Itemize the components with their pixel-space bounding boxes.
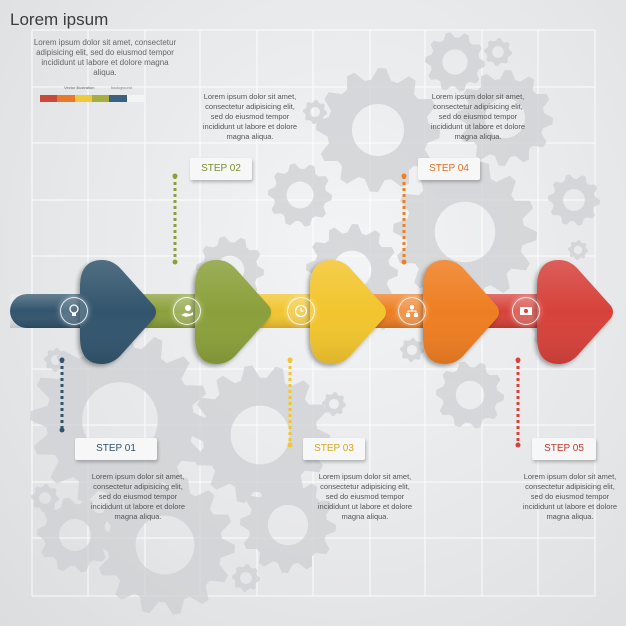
gear-shape <box>37 497 113 573</box>
connector-dot <box>172 173 178 179</box>
connector-dot <box>401 173 407 179</box>
clock-icon <box>294 304 308 318</box>
step-04-description: Lorem ipsum dolor sit amet, consectetur … <box>430 92 526 141</box>
step-01-badge <box>60 297 88 325</box>
step-05-label: STEP 05 <box>532 438 596 460</box>
connector-dot <box>515 357 521 363</box>
swatch <box>74 95 92 102</box>
step-label-text: STEP 03 <box>314 443 354 454</box>
small-caption-2: background <box>111 85 132 90</box>
step-05-description: Lorem ipsum dolor sit amet, consectetur … <box>522 472 618 521</box>
gear-shape <box>322 392 346 416</box>
step-02-label: STEP 02 <box>190 158 252 180</box>
gear-shape <box>31 484 59 512</box>
hierarchy-icon <box>406 305 418 317</box>
gear-shape <box>457 70 553 166</box>
swatch <box>109 95 127 102</box>
step-03-description: Lorem ipsum dolor sit amet, consectetur … <box>317 472 413 521</box>
gear-shape <box>95 475 235 615</box>
color-palette <box>40 95 144 102</box>
gear-shape <box>190 365 330 505</box>
money-bill-icon <box>520 307 532 315</box>
arrow-shade <box>80 260 156 364</box>
page-title: Lorem ipsum <box>10 10 109 29</box>
gear-shape <box>232 564 260 592</box>
swatch <box>40 95 58 102</box>
arrow-shade <box>195 260 271 364</box>
gear-shape <box>425 32 485 92</box>
step-02-badge <box>173 297 201 325</box>
step-03-label: STEP 03 <box>303 438 365 460</box>
gear-shape <box>548 174 600 226</box>
arrow-shade <box>423 260 499 364</box>
step-02-description: Lorem ipsum dolor sit amet, consectetur … <box>202 92 298 141</box>
small-caption: Vector illustration <box>64 85 95 90</box>
step-label-text: STEP 05 <box>544 443 584 454</box>
step-04-badge <box>398 297 426 325</box>
step-label-text: STEP 02 <box>201 163 241 174</box>
gear-shape <box>568 240 588 260</box>
gear-shape <box>436 361 504 429</box>
gear-shape <box>303 100 327 124</box>
swatch <box>57 95 75 102</box>
step-label-text: STEP 04 <box>429 163 469 174</box>
swatch <box>91 95 110 102</box>
intro-text: Lorem ipsum dolor sit amet, consectetur … <box>33 38 177 77</box>
step-01-label: STEP 01 <box>75 438 157 460</box>
connector-dot <box>287 442 293 448</box>
step-05-badge <box>512 297 540 325</box>
connector-dot <box>401 259 407 265</box>
lightbulb-icon <box>69 304 79 316</box>
connector-dot <box>59 427 65 433</box>
gear-shape <box>484 38 512 66</box>
connector-dot <box>287 357 293 363</box>
arrow-shade <box>310 260 386 364</box>
step-04-label: STEP 04 <box>418 158 480 180</box>
gear-shape <box>316 68 440 192</box>
step-01-description: Lorem ipsum dolor sit amet, consectetur … <box>90 472 186 521</box>
gear-shape <box>30 330 210 510</box>
gear-shape <box>240 477 336 573</box>
connector-dot <box>515 442 521 448</box>
money-hand-icon <box>181 305 193 317</box>
gear-shape <box>400 338 424 362</box>
arrow-shade <box>537 260 613 364</box>
swatch <box>126 95 144 102</box>
step-label-text: STEP 01 <box>96 443 136 454</box>
connector-dot <box>172 259 178 265</box>
step-03-badge <box>287 297 315 325</box>
connector-dot <box>59 357 65 363</box>
gear-shape <box>268 163 332 227</box>
